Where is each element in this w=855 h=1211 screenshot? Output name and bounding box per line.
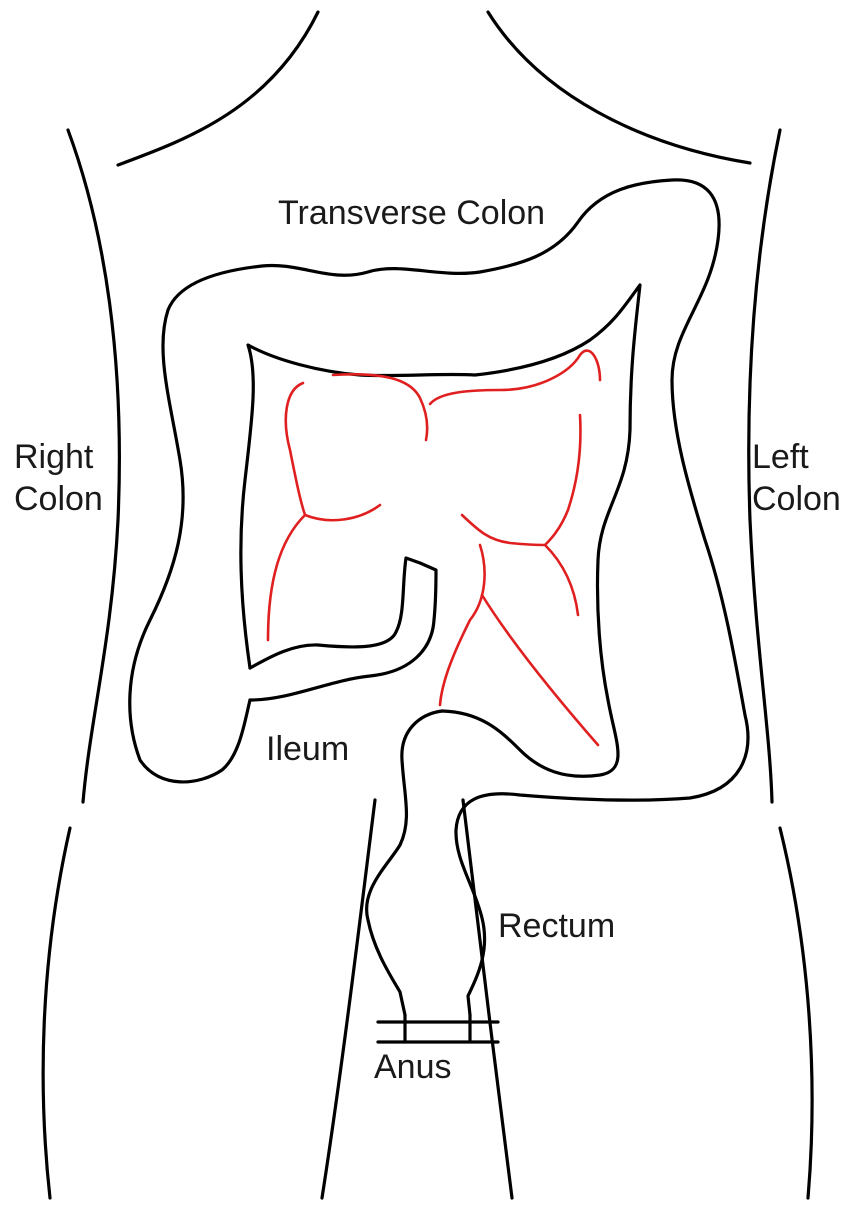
label-left-colon-line2: Colon [752, 480, 841, 518]
colon-outline [130, 180, 748, 1042]
right-hip-line [43, 828, 70, 1198]
vessel-upper-arc-center [333, 374, 427, 440]
label-ileum: Ileum [266, 730, 349, 768]
label-anus: Anus [374, 1048, 452, 1086]
ileum-loop [250, 558, 436, 700]
label-right-colon-line1: Right [14, 438, 94, 476]
vessel-diagonal [482, 595, 598, 745]
vessel-upper-arc-right [430, 351, 600, 404]
label-rectum: Rectum [498, 907, 615, 945]
label-right-colon-line2: Colon [14, 480, 103, 518]
left-shoulder-line [118, 12, 318, 165]
right-shoulder-line [488, 12, 750, 163]
vessel-lower-left [268, 515, 305, 640]
colon-outer-wall [130, 180, 748, 1015]
label-left-colon-line1: Left [752, 438, 809, 476]
left-hip-line [780, 828, 812, 1198]
vessel-center-down [440, 545, 485, 705]
right-inner-thigh-line [322, 800, 375, 1198]
anatomy-labels: Transverse Colon Right Colon Left Colon … [14, 194, 841, 1086]
left-inner-thigh-line [463, 800, 512, 1198]
vessel-center-branch [462, 515, 545, 545]
vessel-right-vertical [545, 415, 581, 545]
vessel-upper-arc-left [286, 383, 305, 515]
label-transverse-colon: Transverse Colon [278, 194, 545, 232]
anal-canal [378, 1015, 498, 1042]
vessel-mid-left [305, 505, 380, 520]
vessel-right-lower [545, 545, 578, 615]
